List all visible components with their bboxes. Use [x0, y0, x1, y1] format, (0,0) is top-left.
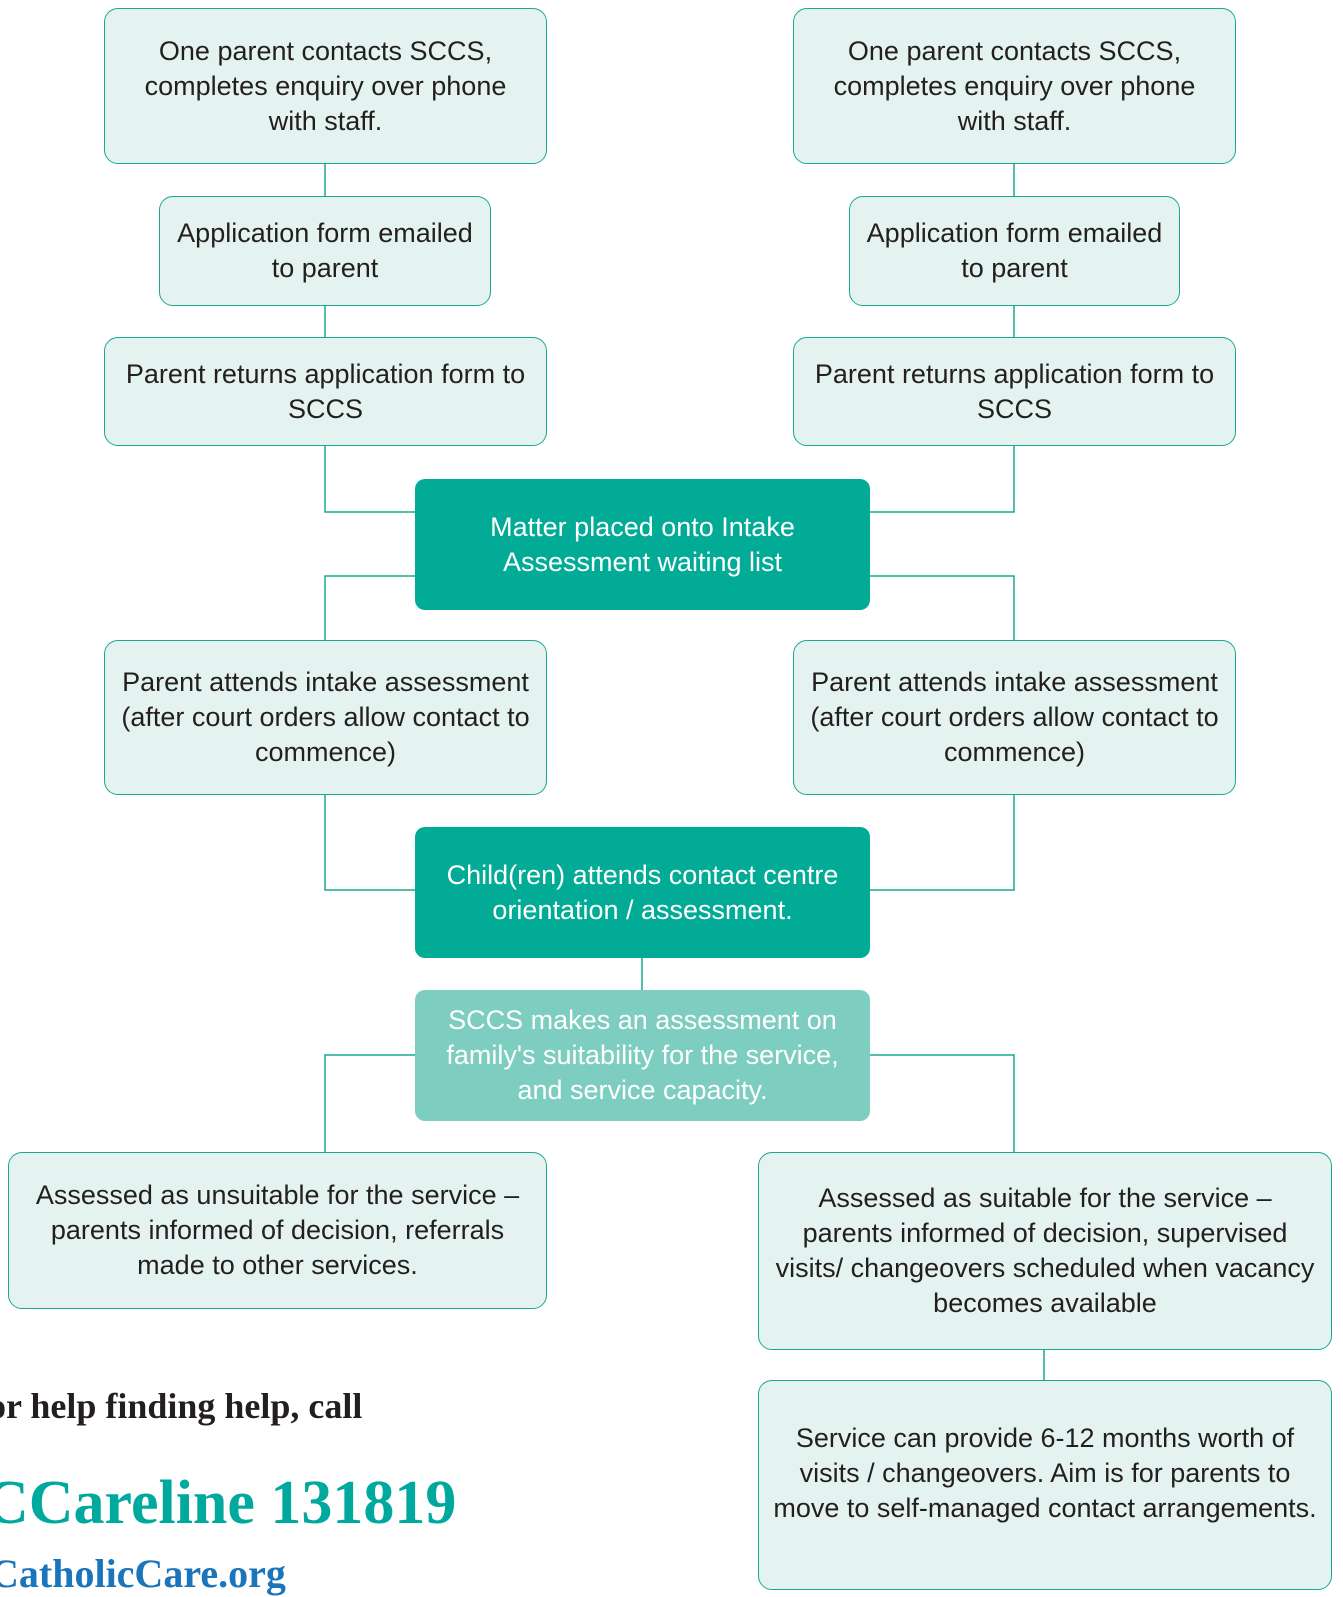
connector-right-intake-orientation: [869, 795, 1015, 891]
right-form-returned-box: Parent returns application form to SCCS: [793, 337, 1236, 446]
careline-number: CCareline 131819: [0, 1469, 457, 1537]
left-enquiry-text: One parent contacts SCCS, completes enqu…: [144, 35, 507, 136]
suitability-box: SCCS makes an assessment on family's sui…: [415, 990, 870, 1121]
right-form-returned-text: Parent returns application form to SCCS: [814, 358, 1215, 424]
left-form-returned-box: Parent returns application form to SCCS: [104, 337, 547, 446]
duration-box: Service can provide 6-12 months worth of…: [758, 1380, 1332, 1590]
orientation-text: Child(ren) attends contact centre orient…: [446, 859, 839, 925]
suitable-box: Assessed as suitable for the service – p…: [758, 1152, 1332, 1350]
left-form-returned-text: Parent returns application form to SCCS: [125, 358, 526, 424]
waiting-list-box: Matter placed onto Intake Assessment wai…: [415, 479, 870, 610]
orientation-box: Child(ren) attends contact centre orient…: [415, 827, 870, 958]
right-enquiry-text: One parent contacts SCCS, completes enqu…: [833, 35, 1196, 136]
connector-left-intake-orientation: [324, 795, 415, 891]
unsuitable-text: Assessed as unsuitable for the service –…: [35, 1180, 520, 1280]
right-enquiry-box: One parent contacts SCCS, completes enqu…: [793, 8, 1236, 164]
left-form-emailed-text: Application form emailed to parent: [177, 218, 473, 283]
unsuitable-box: Assessed as unsuitable for the service –…: [8, 1152, 547, 1309]
connector-left-return-waitlist: [324, 446, 415, 513]
help-finding-help-text: or help finding help, call: [0, 1386, 363, 1426]
connector-waitlist-left-intake: [324, 575, 415, 640]
duration-text: Service can provide 6-12 months worth of…: [773, 1422, 1317, 1523]
left-enquiry-box: One parent contacts SCCS, completes enqu…: [104, 8, 547, 164]
suitability-text: SCCS makes an assessment on family's sui…: [446, 1005, 839, 1105]
left-form-emailed-box: Application form emailed to parent: [159, 196, 491, 306]
suitable-text: Assessed as suitable for the service – p…: [775, 1183, 1315, 1318]
right-form-emailed-text: Application form emailed to parent: [866, 218, 1163, 283]
left-intake-box: Parent attends intake assessment (after …: [104, 640, 547, 795]
right-intake-text: Parent attends intake assessment (after …: [810, 667, 1219, 767]
right-intake-box: Parent attends intake assessment (after …: [793, 640, 1236, 795]
connector-suitability-suitable: [869, 1054, 1015, 1152]
waiting-list-text: Matter placed onto Intake Assessment wai…: [490, 511, 795, 577]
website-link[interactable]: CatholicCare.org: [0, 1551, 286, 1596]
right-form-emailed-box: Application form emailed to parent: [849, 196, 1180, 306]
left-intake-text: Parent attends intake assessment (after …: [121, 667, 530, 767]
connector-right-return-waitlist: [869, 446, 1015, 513]
connector-waitlist-right-intake: [869, 575, 1015, 640]
connector-suitability-unsuitable: [324, 1054, 415, 1152]
